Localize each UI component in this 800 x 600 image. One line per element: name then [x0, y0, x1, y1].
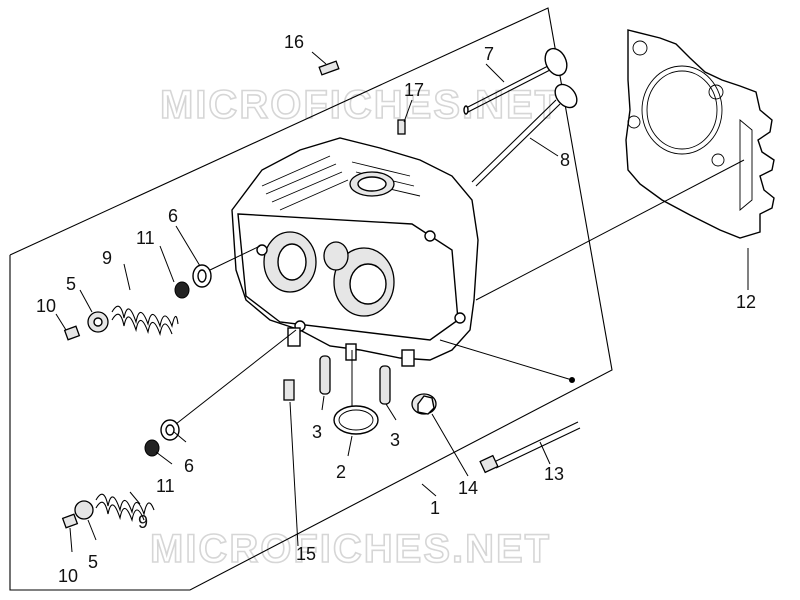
assembly-outline: [9, 7, 613, 591]
watermark-top: MICROFICHES.NET: [160, 83, 561, 127]
callout-10-upper: 10: [36, 296, 56, 316]
callout-6-upper: 6: [168, 206, 178, 226]
callouts: 16 17 7 8 12 6 11 9 5 10 6 11 9 5 10 15 …: [36, 32, 756, 586]
long-bolt: [479, 421, 581, 474]
callout-9-upper: 9: [102, 248, 112, 268]
watermark-bottom: MICROFICHES.NET: [150, 527, 551, 571]
callout-14: 14: [458, 478, 478, 498]
callout-13: 13: [544, 464, 564, 484]
callout-17: 17: [404, 80, 424, 100]
callout-15: 15: [296, 544, 316, 564]
callout-16: 16: [284, 32, 304, 52]
locating-pin: [397, 119, 406, 135]
leader-lines: [55, 51, 749, 553]
dowel-pins: [319, 355, 391, 405]
short-stud: [283, 379, 295, 401]
callout-3-right: 3: [390, 430, 400, 450]
reference-dot: [569, 377, 575, 383]
callout-8: 8: [560, 150, 570, 170]
callout-5-lower: 5: [88, 552, 98, 572]
callout-9-lower: 9: [138, 512, 148, 532]
cylinder-head: [231, 137, 479, 367]
valve-spring-stack-lower: [61, 419, 180, 529]
head-gasket: [625, 29, 775, 239]
callout-2: 2: [336, 462, 346, 482]
callout-11-upper: 11: [136, 228, 155, 248]
callout-1: 1: [430, 498, 440, 518]
callout-7: 7: [484, 44, 494, 64]
o-ring: [333, 405, 379, 435]
callout-6-lower: 6: [184, 456, 194, 476]
callout-11-lower: 11: [156, 476, 175, 496]
cap-nut: [411, 393, 437, 415]
intake-valve: [463, 47, 568, 115]
callout-5-upper: 5: [66, 274, 76, 294]
valve-spring-stack-upper: [63, 264, 212, 341]
callout-12: 12: [736, 292, 756, 312]
callout-3-left: 3: [312, 422, 322, 442]
callout-10-lower: 10: [58, 566, 78, 586]
exhaust-valve: [471, 83, 578, 187]
stud-bolt: [318, 60, 340, 76]
